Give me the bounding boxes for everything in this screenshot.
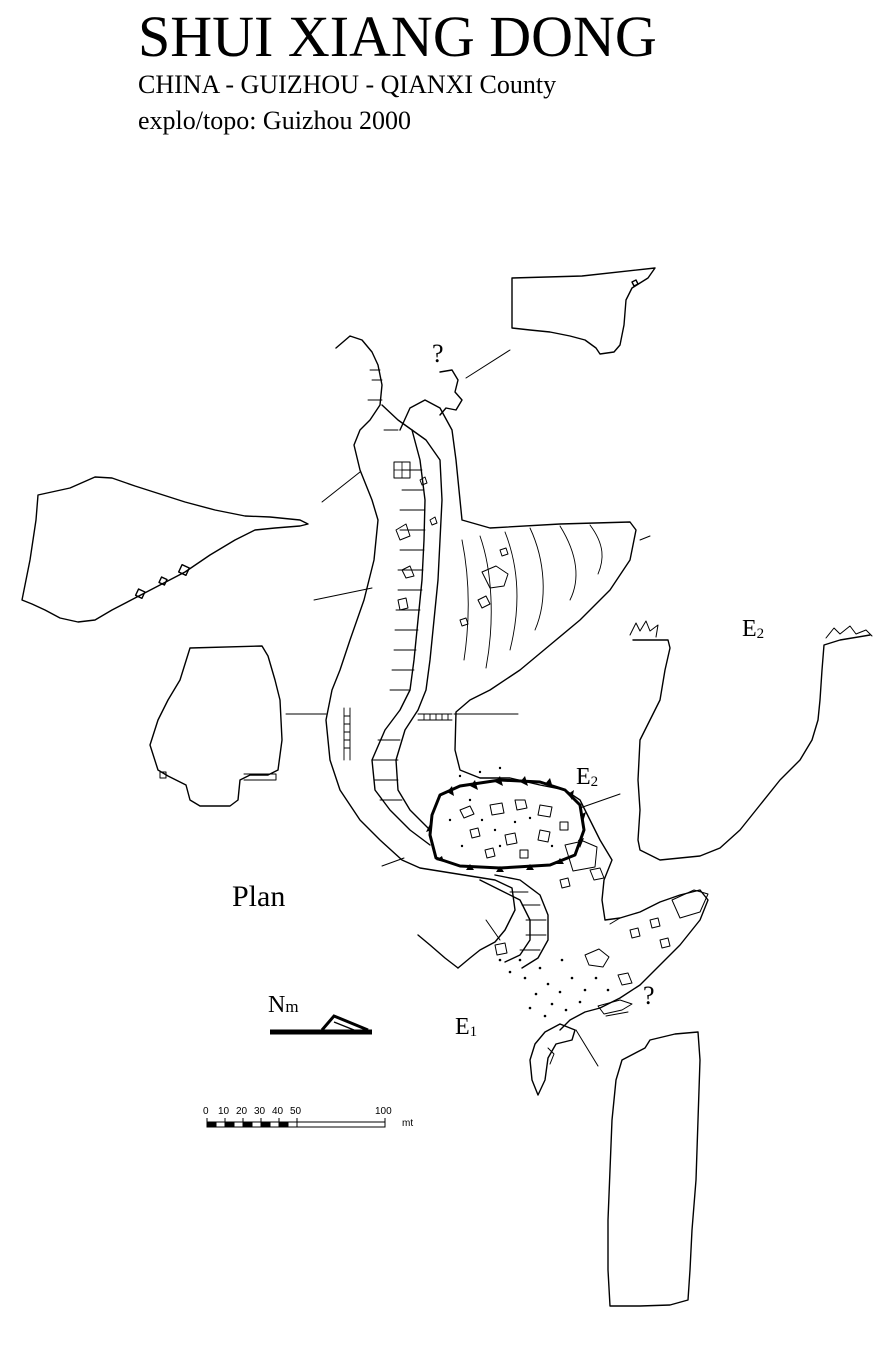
scale-tick-50: 50 [290, 1106, 302, 1117]
cross-section-middle-left [149, 645, 283, 807]
map-credits: explo/topo: Guizhou 2000 [138, 106, 411, 135]
entrance-e1-label: E1 [455, 1014, 478, 1040]
cross-section-top-right [511, 267, 656, 355]
entrance-e2-plan-label: E2 [576, 764, 599, 790]
map-title: SHUI XIANG DONG [138, 4, 657, 69]
scale-tick-0: 0 [203, 1106, 209, 1117]
scale-tick-100: 100 [375, 1106, 392, 1117]
scale-tick-30: 30 [254, 1106, 266, 1117]
cross-section-e2 [632, 634, 871, 861]
scale-tick-40: 40 [272, 1106, 284, 1117]
scale-unit: mt [402, 1118, 414, 1129]
north-arrow [270, 1014, 372, 1035]
scale-tick-10: 10 [218, 1106, 230, 1117]
map-location: CHINA - GUIZHOU - QIANXI County [138, 70, 557, 99]
scale-tick-20: 20 [236, 1106, 248, 1117]
unexplored-mark-north: ? [432, 339, 444, 368]
breakdown-chamber [428, 778, 586, 870]
scale-bar [206, 1118, 386, 1128]
cross-section-left [21, 476, 309, 623]
entrance-e2-section-label: E2 [742, 616, 765, 642]
north-label: Nm [268, 992, 299, 1018]
cave-outline-west [325, 335, 516, 969]
unexplored-mark-south: ? [643, 981, 655, 1010]
plan-label: Plan [232, 880, 286, 913]
cross-section-bottom [607, 1031, 701, 1307]
